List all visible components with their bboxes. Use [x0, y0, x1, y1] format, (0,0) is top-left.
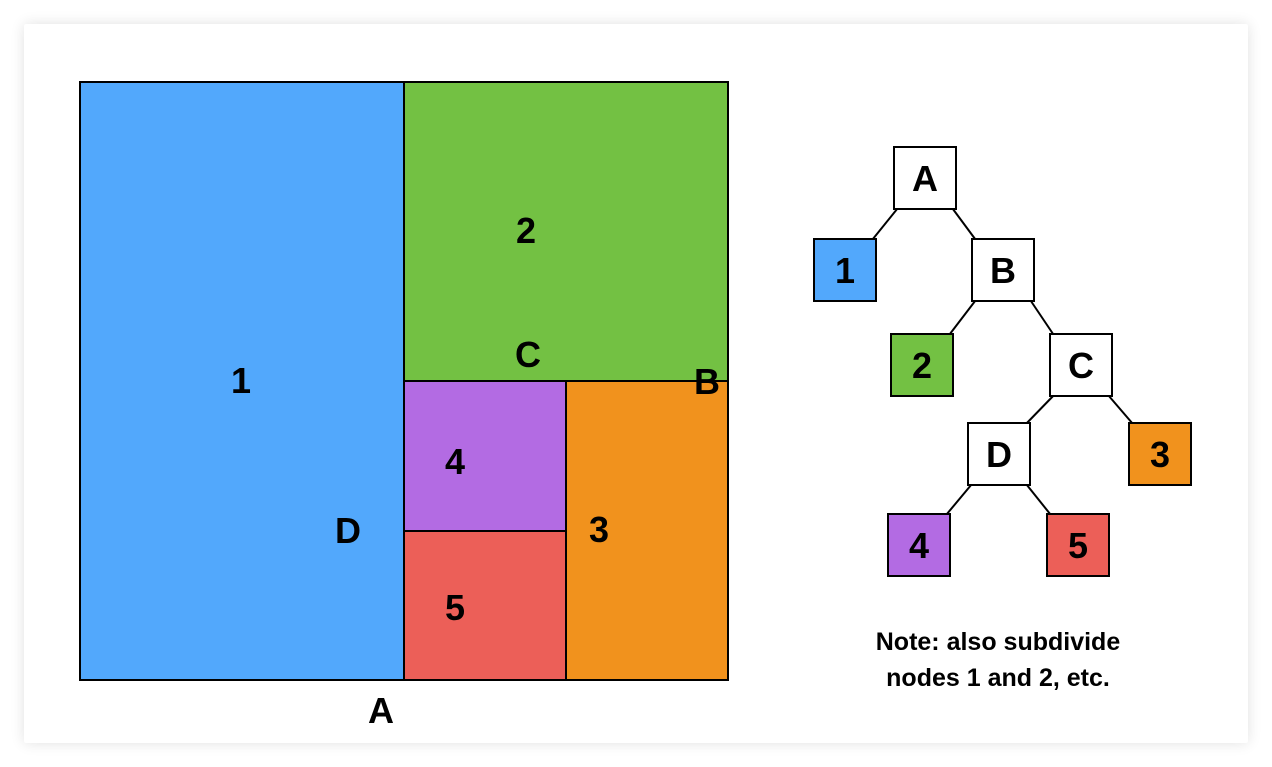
tree-edge-a-1 — [872, 208, 898, 240]
tree-edge-b-c — [1030, 300, 1054, 335]
tree-node-label-4: 4 — [909, 525, 929, 566]
tree-node-label-d: D — [986, 434, 1012, 475]
tree-node-1: 1 — [813, 238, 877, 302]
note-line-1: Note: also subdivide — [875, 628, 1121, 656]
tree-node-box-c — [1049, 333, 1113, 397]
tree-node-4: 4 — [887, 513, 951, 577]
tree-node-box-d — [967, 422, 1031, 486]
split-label-b: B — [694, 361, 720, 402]
tree-node-a: A — [893, 146, 957, 210]
tree-node-label-3: 3 — [1150, 434, 1170, 475]
tree-node-c: C — [1049, 333, 1113, 397]
region-2-label: 2 — [515, 210, 537, 251]
region-1 — [79, 81, 405, 681]
tree-node-label-2: 2 — [912, 345, 932, 386]
tree-edge-c-d — [1026, 395, 1054, 424]
split-label-d: D — [335, 510, 361, 551]
tree-node-box-5 — [1046, 513, 1110, 577]
tree-node-5: 5 — [1046, 513, 1110, 577]
note-line-2: nodes 1 and 2, etc. — [886, 664, 1110, 692]
note-text: Note: also subdivide nodes 1 and 2, etc. — [828, 624, 1168, 696]
tree-node-label-a: A — [912, 158, 938, 199]
region-5 — [403, 530, 567, 681]
region-5-label: 5 — [444, 587, 466, 628]
tree-node-box-b — [971, 238, 1035, 302]
region-3-label: 3 — [588, 509, 610, 550]
tree-edge-b-2 — [949, 300, 976, 335]
tree-node-label-1: 1 — [835, 250, 855, 291]
split-label-a: A — [368, 690, 394, 731]
region-4-label: 4 — [444, 441, 466, 482]
tree-node-b: B — [971, 238, 1035, 302]
region-1-label: 1 — [230, 360, 252, 401]
tree-node-d: D — [967, 422, 1031, 486]
tree-node-box-3 — [1128, 422, 1192, 486]
region-4 — [403, 380, 567, 532]
region-3 — [565, 380, 729, 681]
tree-node-label-b: B — [990, 250, 1016, 291]
tree-node-box-a — [893, 146, 957, 210]
tree-node-box-2 — [890, 333, 954, 397]
tree-edge-d-4 — [946, 484, 972, 515]
tree-node-box-1 — [813, 238, 877, 302]
tree-node-3: 3 — [1128, 422, 1192, 486]
split-label-c: C — [515, 334, 541, 375]
tree-edge-d-5 — [1026, 484, 1051, 515]
tree-node-2: 2 — [890, 333, 954, 397]
tree-edge-a-b — [952, 208, 976, 240]
tree-node-label-c: C — [1068, 345, 1094, 386]
tree-node-label-5: 5 — [1068, 525, 1088, 566]
tree-edge-c-3 — [1108, 395, 1133, 424]
tree-node-box-4 — [887, 513, 951, 577]
